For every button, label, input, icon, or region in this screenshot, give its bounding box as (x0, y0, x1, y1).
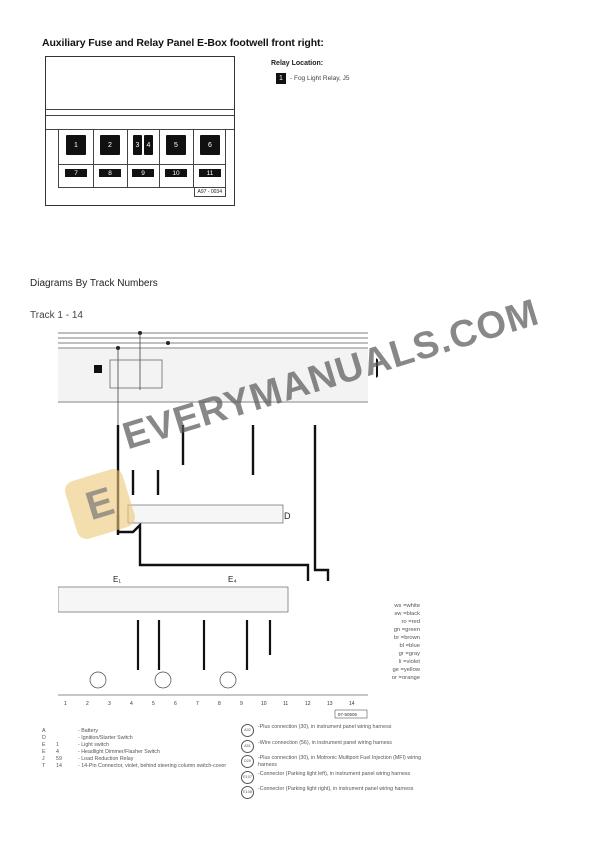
color-code-br: br =brown (394, 635, 420, 641)
relay-location-item: 1 - Fog Light Relay, J5 (276, 73, 350, 84)
color-code-ge: ge =yellow (392, 667, 420, 673)
legend-row: A32-Plus connection (30), in instrument … (241, 724, 433, 737)
color-code-or: or =orange (391, 675, 420, 681)
relay-number-badge: 1 (276, 73, 286, 84)
fuse-slot-10: 10 (165, 169, 187, 177)
svg-text:E₁: E₁ (113, 575, 121, 584)
svg-text:5: 5 (152, 701, 155, 707)
svg-text:E₄: E₄ (228, 575, 237, 584)
section-title: Diagrams By Track Numbers (30, 278, 158, 289)
relay-slot-4: 4 (144, 135, 153, 155)
legend-row: A- Battery (42, 728, 99, 734)
svg-text:10: 10 (261, 701, 267, 707)
relay-slot-2: 2 (100, 135, 120, 155)
relay-slot-1: 1 (66, 135, 86, 155)
fuse-slot-11: 11 (199, 169, 221, 177)
svg-text:1: 1 (64, 701, 67, 707)
legend-row: D- Ignition/Starter Switch (42, 735, 133, 741)
svg-text:8: 8 (218, 701, 221, 707)
fuse-slot-7: 7 (65, 169, 87, 177)
fuse-panel-title: Auxiliary Fuse and Relay Panel E-Box foo… (42, 37, 324, 49)
fuse-slot-9: 9 (132, 169, 154, 177)
connection-legend: A32-Plus connection (30), in instrument … (241, 724, 433, 802)
svg-text:14: 14 (349, 701, 355, 707)
relay-slot-3: 3 (133, 135, 142, 155)
relay-slot-5: 5 (166, 135, 186, 155)
fuse-slot-8: 8 (99, 169, 121, 177)
fuse-panel-figure-code: A97 - 0034 (193, 187, 226, 197)
svg-text:97-50505: 97-50505 (338, 712, 358, 717)
fuse-panel-diagram: 1 2 3 4 5 6 7 8 9 10 11 A97 - 0034 (45, 56, 235, 206)
svg-text:13: 13 (327, 701, 333, 707)
svg-text:4: 4 (130, 701, 133, 707)
color-code-legend: ws =white sw =black ro =red gn =green br… (380, 602, 420, 682)
component-D-label: D (284, 511, 291, 521)
svg-text:7: 7 (196, 701, 199, 707)
relay-description: - Fog Light Relay, J5 (290, 75, 350, 82)
color-code-gr: gr =gray (398, 651, 420, 657)
svg-text:3: 3 (108, 701, 111, 707)
svg-text:9: 9 (240, 701, 243, 707)
legend-row: D20-Plus connection (30), in Motronic Mu… (241, 755, 433, 768)
color-code-li: li =violet (398, 659, 420, 665)
svg-text:2: 2 (86, 701, 89, 707)
legend-row: E108-Connector (Parking light right), in… (241, 786, 433, 799)
color-code-ws: ws =white (394, 603, 420, 609)
legend-row: A51-Wire connection (56), in instrument … (241, 739, 433, 753)
relay-slot-6: 6 (200, 135, 220, 155)
svg-text:11: 11 (283, 701, 288, 707)
svg-text:12: 12 (305, 701, 311, 707)
color-code-sw: sw =black (394, 611, 420, 617)
fuse-relay-grid: 1 2 3 4 5 6 7 8 9 10 11 (58, 129, 226, 188)
svg-text:6: 6 (174, 701, 177, 707)
legend-row: E107-Connector (Parking light left), in … (241, 770, 433, 784)
relay-location-label: Relay Location: (271, 60, 324, 67)
color-code-gn: gn =green (393, 627, 420, 633)
track-title: Track 1 - 14 (30, 310, 83, 321)
color-code-ro: ro =red (401, 619, 420, 625)
color-code-bl: bl =blue (399, 643, 420, 649)
